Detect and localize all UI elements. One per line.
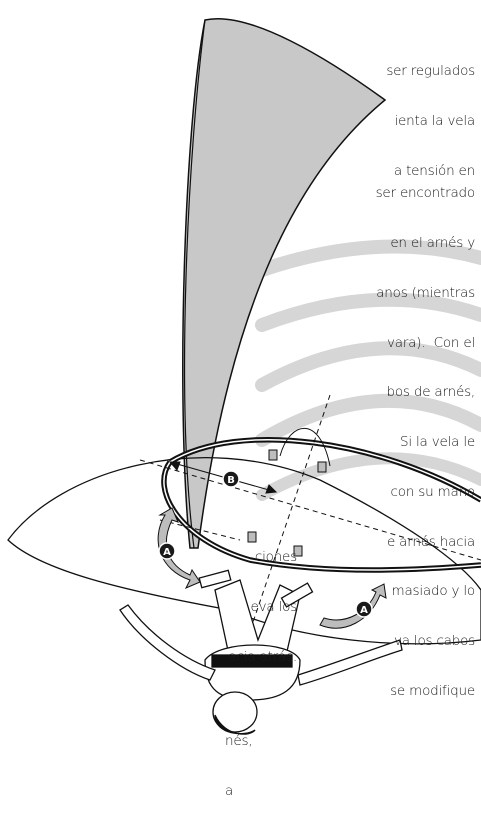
paragraph-2: ser encontrado en el arnés y anos (mient… xyxy=(225,152,475,816)
rider-head xyxy=(212,691,258,733)
arrow-right xyxy=(319,583,387,629)
dashed-lines xyxy=(139,394,481,691)
harness-loop xyxy=(279,427,331,467)
paragraph-3: ciones eva los acia atrás. xyxy=(160,516,297,682)
paragraph-1: ser regulados ienta la vela a tensión en xyxy=(213,30,475,196)
rotation-arrows xyxy=(157,507,387,629)
paragraph-2-line: en el arnés y xyxy=(390,234,475,251)
paragraph-2-line: bos de arnés, xyxy=(386,384,476,401)
badge-a-right: A xyxy=(355,600,373,618)
arrow-left xyxy=(157,507,201,589)
badge-a-left-label: A xyxy=(163,547,171,558)
paragraph-1-line: a tensión en xyxy=(393,162,475,179)
boom-inner xyxy=(163,438,481,571)
badge-a-right-label: A xyxy=(360,605,368,616)
paragraph-2-line: se modifique xyxy=(390,683,475,699)
harness-line-markers xyxy=(247,449,327,557)
rider-foot-right xyxy=(280,582,314,608)
paragraph-2-line: a xyxy=(225,782,234,799)
mast-line xyxy=(184,19,206,549)
paragraph-2-line: nés, xyxy=(225,732,253,749)
badge-b-label: B xyxy=(227,475,235,486)
windsurf-diagram: A B A xyxy=(7,18,481,735)
paragraph-2-line: ser encontrado xyxy=(375,185,476,202)
paragraph-2-line: va los cabos xyxy=(393,633,475,650)
sail-head xyxy=(182,18,387,549)
paragraph-2-line: anos (mientras xyxy=(376,284,475,301)
rider-harness xyxy=(211,654,293,668)
paragraph-2-line: e arnés hacia xyxy=(386,533,475,550)
paragraph-2-line: Si la vela le xyxy=(400,434,475,451)
rider-hair xyxy=(214,714,256,735)
badge-a-left: A xyxy=(158,542,176,560)
rider-foot-left xyxy=(198,569,232,589)
badge-b: B xyxy=(222,470,240,488)
paragraph-3-line: acia atrás. xyxy=(228,648,297,665)
paragraph-2-line: con su mano xyxy=(390,483,476,500)
paragraph-3-line: eva los xyxy=(250,598,297,615)
paragraph-1-line: ienta la vela xyxy=(394,112,475,129)
paragraph-1-line: ser regulados xyxy=(386,63,475,80)
rider-arm-left xyxy=(119,604,216,681)
paragraph-2-line: vara). Con el xyxy=(386,334,475,351)
rider-arm-right xyxy=(297,639,403,686)
paragraph-3-line: ciones xyxy=(254,549,297,566)
paragraph-2-line: masiado y lo xyxy=(391,583,476,600)
rider xyxy=(119,569,403,735)
sail-battens xyxy=(255,239,481,501)
